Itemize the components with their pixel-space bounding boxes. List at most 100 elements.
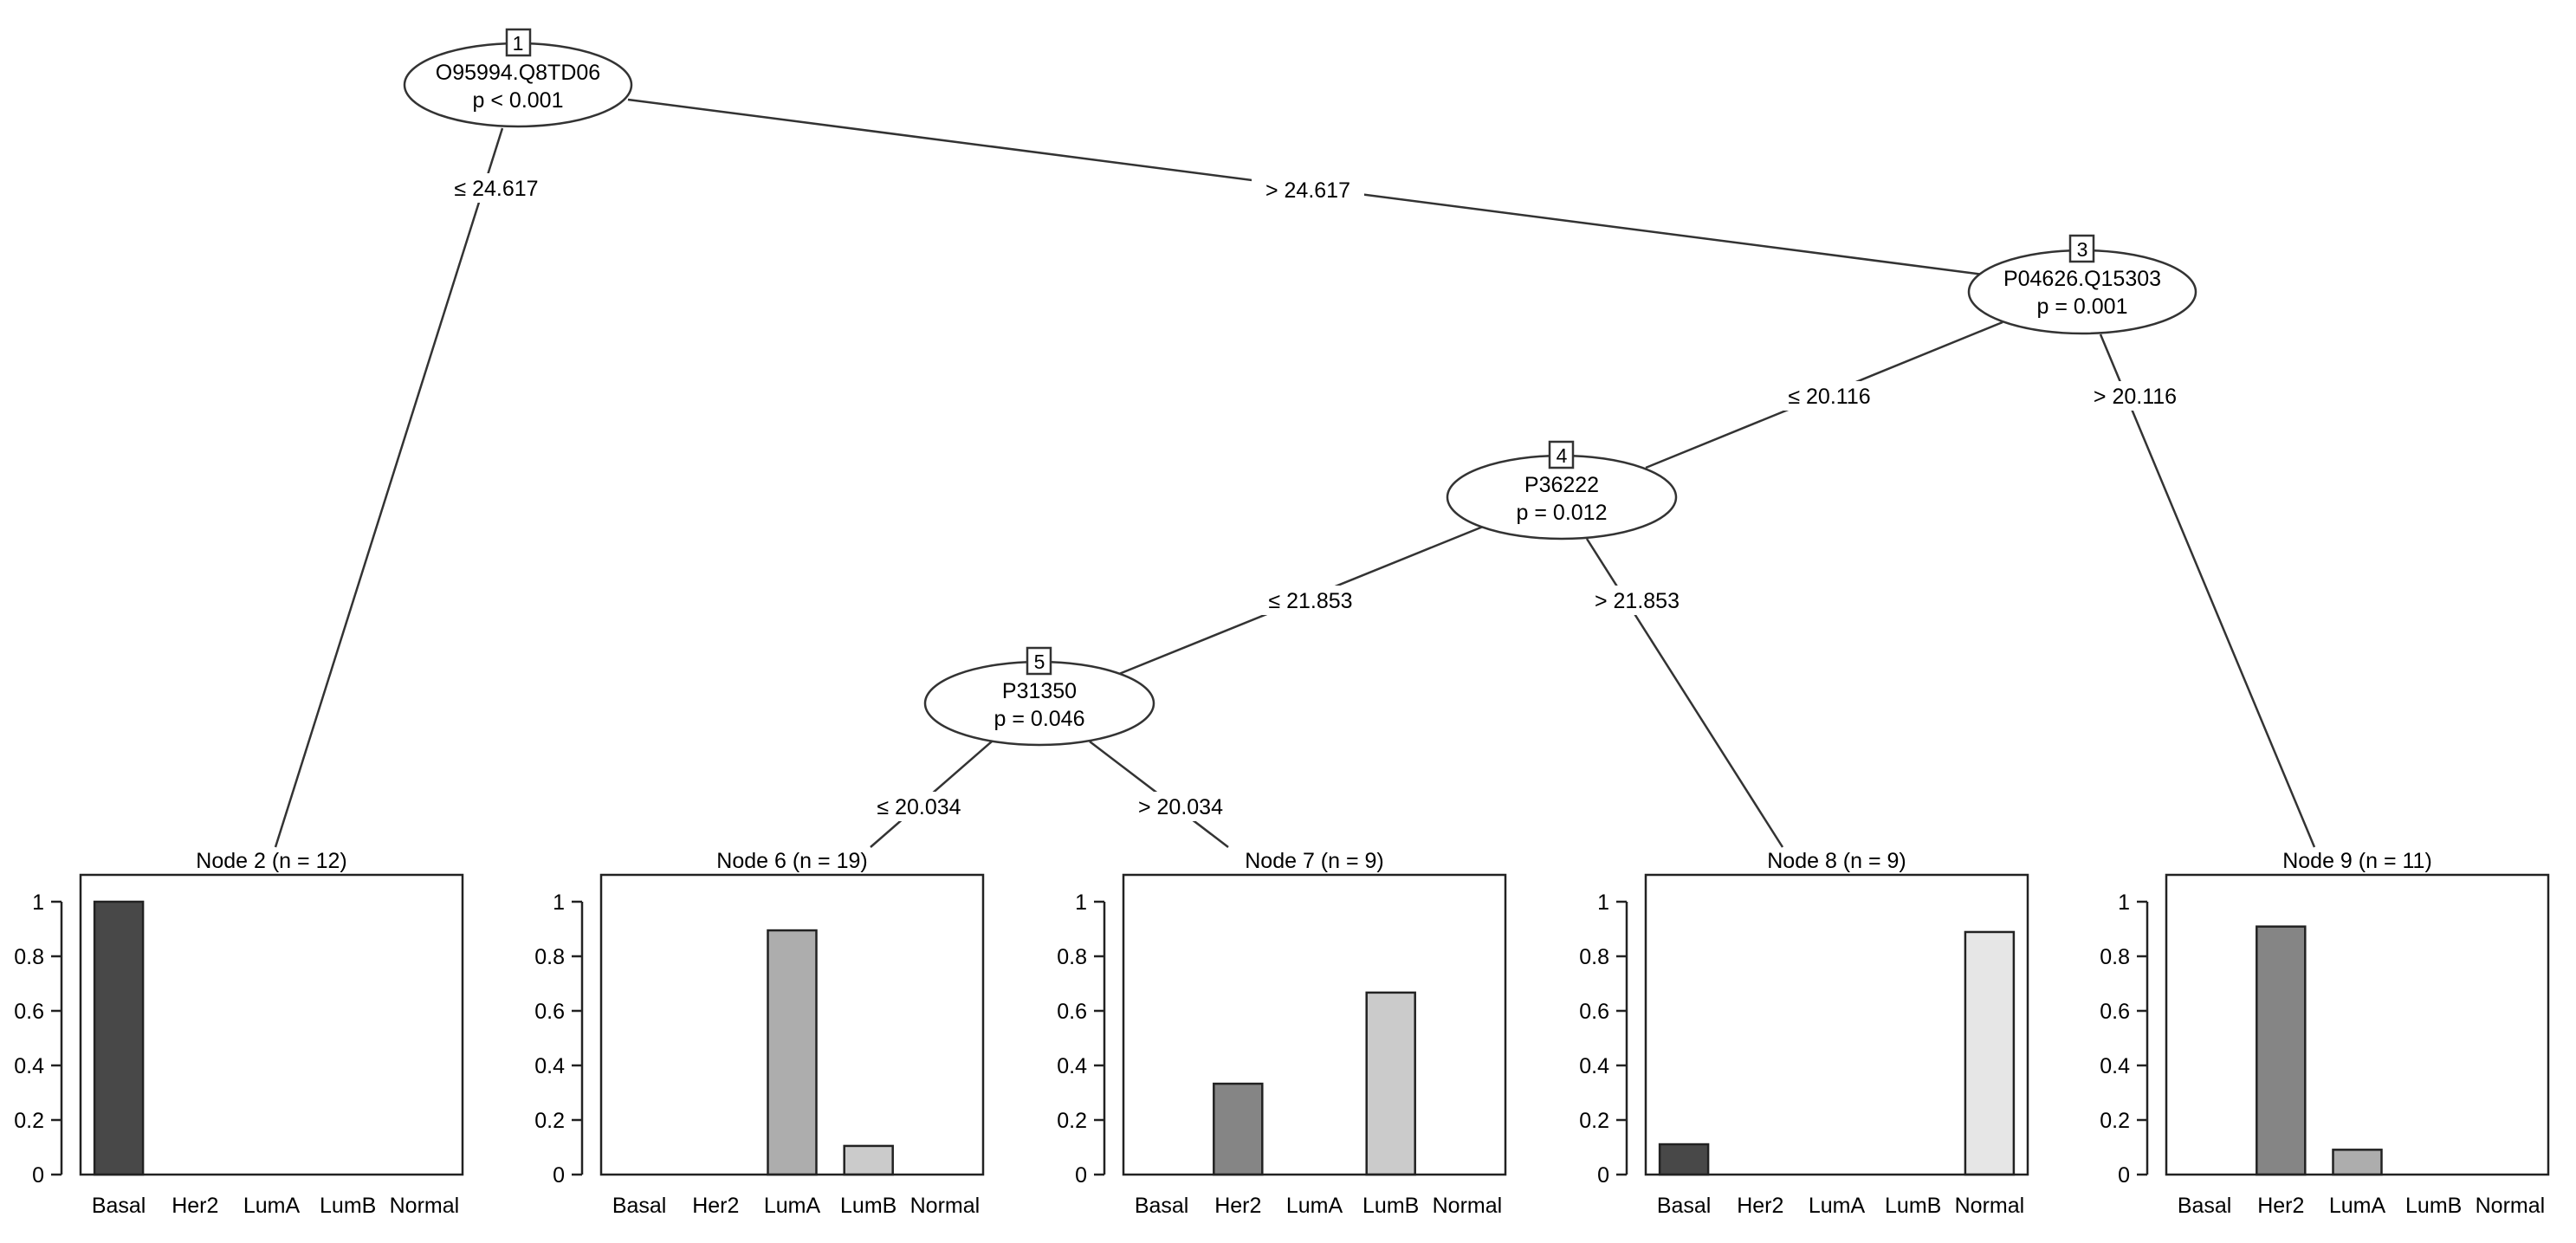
node-variable: P31350: [1002, 679, 1077, 703]
y-tick-label: 0.4: [2100, 1054, 2130, 1078]
edge-label: > 20.034: [1138, 795, 1223, 819]
y-tick-label: 0.2: [1579, 1109, 1609, 1133]
y-tick-label: 0.4: [534, 1054, 565, 1078]
x-tick-label: LumA: [1286, 1194, 1343, 1218]
y-tick-label: 0.8: [534, 945, 565, 969]
y-tick-label: 0: [553, 1163, 565, 1188]
inner-node-1: 1 O95994.Q8TD06 p < 0.001: [403, 28, 633, 128]
x-tick-label: LumB: [1885, 1194, 1941, 1218]
edge-labels: ≤ 24.617 > 24.617 ≤ 20.116 > 20.116 ≤ 21…: [440, 173, 2191, 821]
x-tick-label: Basal: [1135, 1194, 1189, 1218]
edges: [274, 98, 2316, 848]
y-tick-label: 0.2: [534, 1109, 565, 1133]
node-variable: O95994.Q8TD06: [436, 61, 600, 85]
edge-label: > 21.853: [1595, 589, 1680, 613]
y-tick-label: 0.2: [14, 1109, 44, 1133]
bar-lumb: [843, 1144, 894, 1176]
edge-4-8: [1585, 538, 1784, 848]
node-id: 4: [1557, 444, 1568, 467]
x-tick-label: Her2: [1214, 1194, 1261, 1218]
y-tick-label: 0.6: [1057, 1000, 1087, 1024]
y-tick-label: 0.6: [1579, 1000, 1609, 1024]
y-tick-label: 0: [2118, 1163, 2130, 1188]
bar-her2: [2256, 925, 2307, 1176]
node-p-value: p < 0.001: [473, 88, 564, 113]
y-tick-label: 0.8: [2100, 945, 2130, 969]
y-tick-label: 1: [1075, 890, 1087, 915]
bar-luma: [2332, 1149, 2383, 1176]
x-tick-label: Basal: [612, 1194, 667, 1218]
node-p-value: p = 0.046: [994, 707, 1085, 731]
plot-frame: [2165, 873, 2550, 1176]
y-tick-label: 1: [2118, 890, 2130, 915]
node-p-value: p = 0.012: [1517, 501, 1608, 525]
inner-node-3: 3 P04626.Q15303 p = 0.001: [1967, 234, 2197, 335]
x-tick-label: Her2: [692, 1194, 739, 1218]
node-variable: P04626.Q15303: [2003, 267, 2161, 291]
node-id: 5: [1034, 651, 1045, 673]
x-tick-label: LumA: [764, 1194, 821, 1218]
y-tick-label: 0: [1597, 1163, 1609, 1188]
y-tick-label: 0.4: [1057, 1054, 1087, 1078]
edge-label: > 20.116: [2094, 385, 2177, 409]
edge-label: ≤ 20.034: [877, 795, 961, 819]
x-tick-label: LumB: [840, 1194, 896, 1218]
plot-frame: [79, 873, 464, 1176]
y-tick-label: 0.6: [534, 1000, 565, 1024]
plot-frame: [1644, 873, 2029, 1176]
x-tick-label: LumA: [2329, 1194, 2386, 1218]
y-tick-label: 1: [553, 890, 565, 915]
node-variable: P36222: [1524, 473, 1599, 497]
y-tick-label: 0.4: [14, 1054, 44, 1078]
node-id: 1: [513, 32, 524, 55]
edge-label: ≤ 21.853: [1268, 589, 1352, 613]
x-tick-label: LumB: [1362, 1194, 1419, 1218]
edge-1-2: [274, 127, 504, 848]
x-tick-label: Normal: [1955, 1194, 2025, 1218]
edge-3-9: [2099, 333, 2316, 848]
x-tick-label: LumB: [320, 1194, 376, 1218]
x-tick-label: Normal: [1433, 1194, 1503, 1218]
terminal-node-title: Node 9 (n = 11): [2282, 849, 2432, 873]
y-tick-label: 0.6: [2100, 1000, 2130, 1024]
bar-her2: [1213, 1082, 1264, 1176]
y-tick-label: 0.2: [2100, 1109, 2130, 1133]
y-tick-label: 0.8: [14, 945, 44, 969]
y-tick-label: 0.4: [1579, 1054, 1609, 1078]
x-tick-label: LumA: [243, 1194, 301, 1218]
plot-frame: [599, 873, 985, 1176]
x-tick-label: Basal: [2178, 1194, 2232, 1218]
x-tick-label: Basal: [92, 1194, 146, 1218]
x-tick-label: Her2: [172, 1194, 218, 1218]
inner-node-4: 4 P36222 p = 0.012: [1446, 440, 1678, 541]
x-tick-label: Normal: [2476, 1194, 2546, 1218]
x-tick-label: Normal: [390, 1194, 460, 1218]
bar-lumb: [1365, 991, 1416, 1176]
inner-node-5: 5 P31350 p = 0.046: [923, 646, 1155, 747]
y-tick-label: 0: [1075, 1163, 1087, 1188]
x-tick-label: Her2: [2257, 1194, 2304, 1218]
node-id: 3: [2077, 238, 2088, 261]
plot-frame: [1122, 873, 1507, 1176]
bar-luma: [767, 929, 818, 1176]
y-tick-label: 0.6: [14, 1000, 44, 1024]
y-tick-label: 1: [32, 890, 44, 915]
node-p-value: p = 0.001: [2037, 295, 2128, 319]
x-tick-label: Her2: [1737, 1194, 1783, 1218]
terminal-node-title: Node 2 (n = 12): [196, 849, 346, 873]
y-tick-label: 0.8: [1057, 945, 1087, 969]
y-tick-label: 0.2: [1057, 1109, 1087, 1133]
x-tick-label: Basal: [1657, 1194, 1712, 1218]
terminal-node-title: Node 7 (n = 9): [1245, 849, 1384, 873]
x-tick-label: LumA: [1809, 1194, 1866, 1218]
terminal-node-title: Node 6 (n = 19): [716, 849, 867, 873]
bar-basal: [93, 900, 145, 1176]
terminal-node-title: Node 8 (n = 9): [1767, 849, 1906, 873]
bar-normal: [1964, 930, 2016, 1176]
